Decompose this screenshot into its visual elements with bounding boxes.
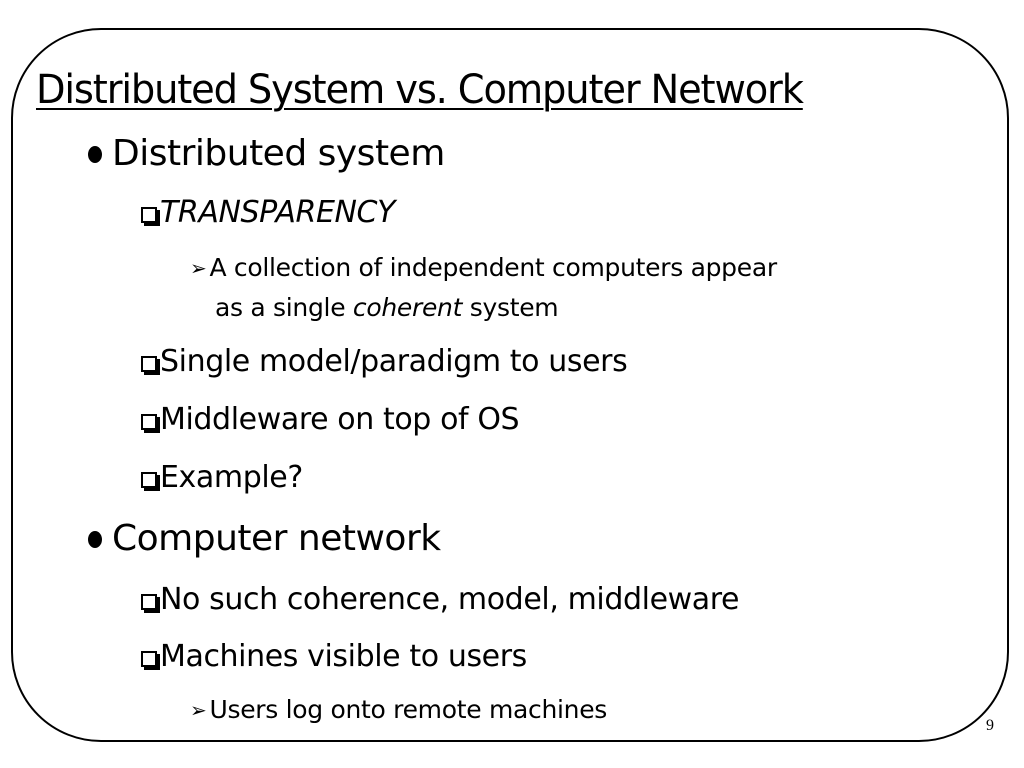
bullet-item-computer-network: Computer network bbox=[88, 517, 441, 561]
checkbox-bullet-icon bbox=[141, 207, 157, 223]
bullet-text-line2-start: as a single bbox=[215, 293, 353, 322]
bullet-item-single-model: Single model/paradigm to users bbox=[141, 343, 628, 381]
bullet-item-no-coherence: No such coherence, model, middleware bbox=[141, 581, 739, 619]
sub-bullet-item-collection: ➢A collection of independent computers a… bbox=[190, 252, 777, 284]
bullet-text: Example? bbox=[160, 460, 303, 495]
slide-title: Distributed System vs. Computer Network bbox=[36, 67, 804, 113]
sub-bullet-item-users-log-on: ➢Users log onto remote machines bbox=[190, 694, 607, 726]
filled-circle-bullet-icon bbox=[88, 146, 102, 163]
bullet-text-line1: A collection of independent computers ap… bbox=[209, 253, 777, 282]
bullet-text: Users log onto remote machines bbox=[209, 695, 608, 724]
bullet-item-transparency: TRANSPARENCY bbox=[141, 194, 395, 232]
checkbox-bullet-icon bbox=[141, 594, 157, 610]
bullet-text: Middleware on top of OS bbox=[160, 402, 520, 437]
sub-bullet-item-collection-continuation: as a single coherent system bbox=[215, 292, 559, 324]
bullet-item-example: Example? bbox=[141, 459, 303, 497]
bullet-text: TRANSPARENCY bbox=[160, 195, 396, 230]
bullet-item-distributed-system: Distributed system bbox=[88, 132, 445, 176]
bullet-text: Machines visible to users bbox=[160, 639, 527, 674]
bullet-text: Distributed system bbox=[112, 133, 445, 174]
checkbox-bullet-icon bbox=[141, 356, 157, 372]
slide-frame bbox=[11, 28, 1009, 742]
bullet-item-machines-visible: Machines visible to users bbox=[141, 638, 527, 676]
page-number: 9 bbox=[986, 717, 994, 734]
filled-circle-bullet-icon bbox=[88, 531, 102, 548]
bullet-text: Computer network bbox=[112, 518, 441, 559]
bullet-text: No such coherence, model, middleware bbox=[160, 582, 740, 617]
checkbox-bullet-icon bbox=[141, 651, 157, 667]
bullet-text-line2-end: system bbox=[462, 293, 559, 322]
checkbox-bullet-icon bbox=[141, 414, 157, 430]
bullet-text: Single model/paradigm to users bbox=[160, 344, 628, 379]
bullet-text-emphasis: coherent bbox=[352, 293, 463, 322]
arrowhead-bullet-icon: ➢ bbox=[190, 256, 207, 280]
bullet-item-middleware: Middleware on top of OS bbox=[141, 401, 520, 439]
arrowhead-bullet-icon: ➢ bbox=[190, 698, 207, 722]
checkbox-bullet-icon bbox=[141, 472, 157, 488]
